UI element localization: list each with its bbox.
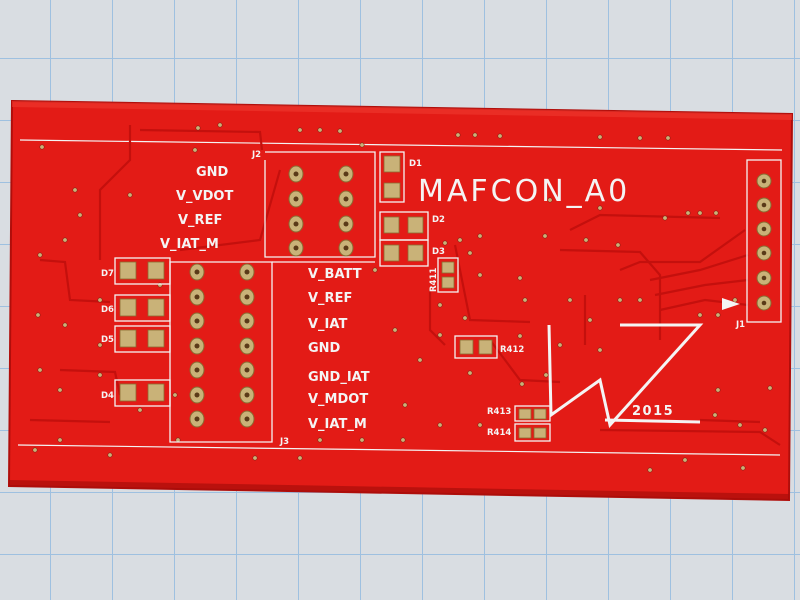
board-year: 2015 xyxy=(632,404,674,419)
j3-pins xyxy=(189,263,255,428)
j2-pins xyxy=(288,165,354,257)
board-title: MAFCON_A0 xyxy=(418,174,630,209)
vias xyxy=(32,122,773,473)
pcb-board xyxy=(7,99,794,502)
j3-label-v-batt: V_BATT xyxy=(308,267,362,282)
silk-outlines xyxy=(114,151,782,443)
d3-refdes: D3 xyxy=(432,247,445,257)
j3-refdes: J3 xyxy=(279,437,289,447)
silk-border-lines xyxy=(17,139,783,456)
j1-refdes: J1 xyxy=(735,320,745,330)
j3-label-v-iat-m: V_IAT_M xyxy=(308,417,367,432)
j3-label-v-iat: V_IAT xyxy=(308,317,347,332)
j2-label-v-vdot: V_VDOT xyxy=(176,189,233,204)
d7-refdes: D7 xyxy=(101,269,114,279)
j3-label-v-mdot: V_MDOT xyxy=(308,392,368,407)
j2-label-v-ref: V_REF xyxy=(178,213,222,228)
j2-refdes: J2 xyxy=(251,150,261,160)
j2-label-v-iat-m: V_IAT_M xyxy=(160,237,219,252)
j3-label-gnd-iat: GND_IAT xyxy=(308,370,370,385)
r412-refdes: R412 xyxy=(500,345,524,355)
d1-refdes: D1 xyxy=(409,159,422,169)
smd-pads xyxy=(119,155,547,439)
r411-refdes: R411 xyxy=(429,268,439,292)
d4-refdes: D4 xyxy=(101,391,114,401)
copper-traces xyxy=(29,125,781,446)
d5-refdes: D5 xyxy=(101,335,114,345)
j3-label-gnd: GND xyxy=(308,341,341,356)
w-logo xyxy=(547,323,704,429)
d2-refdes: D2 xyxy=(432,215,445,225)
pin1-marker xyxy=(722,298,740,310)
d6-refdes: D6 xyxy=(101,305,114,315)
j3-label-v-ref: V_REF xyxy=(308,291,352,306)
r414-refdes: R414 xyxy=(487,428,511,438)
r413-refdes: R413 xyxy=(487,407,511,417)
j2-label-gnd: GND xyxy=(196,165,229,180)
j1-pins xyxy=(756,173,772,311)
